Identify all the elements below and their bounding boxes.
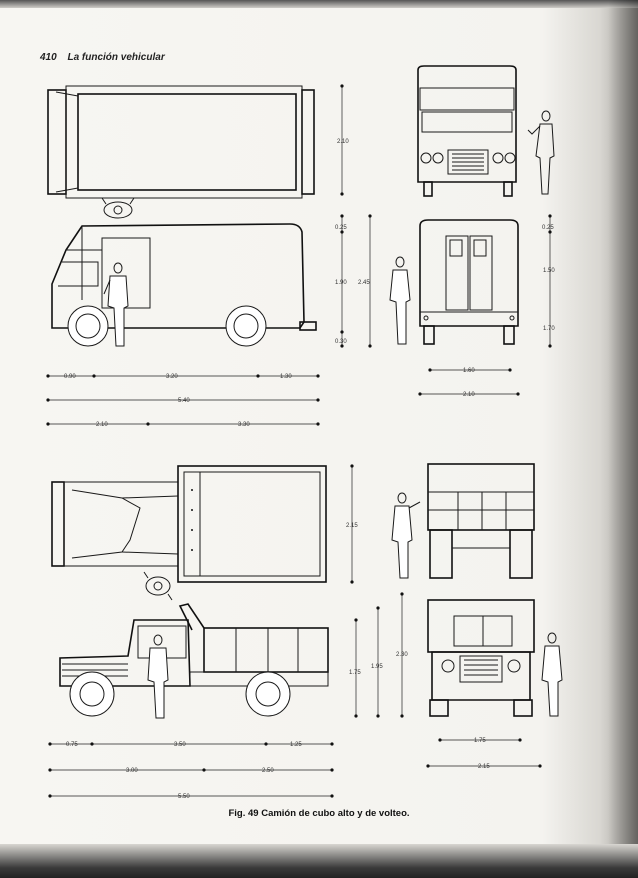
dump-truck-front-view	[427, 599, 535, 717]
box-truck-rear-view	[419, 219, 519, 345]
dim-box-rear-heights: 0.25 1.50 1.70	[542, 214, 555, 348]
dump-truck-rear-view	[427, 463, 535, 579]
chapter-title: La función vehicular	[67, 52, 165, 63]
label-dump-len-front: 0.75	[66, 742, 78, 748]
label-dump-front-width-outer: 2.15	[478, 764, 490, 770]
dim-dump-side-heights: 1.75 1.95 2.30	[349, 592, 408, 718]
label-box-side-ground: 0.30	[335, 339, 347, 345]
dim-box-rear-widths: 1.60 2.10	[418, 368, 520, 398]
label-dump-len-rear: 1.25	[290, 742, 302, 748]
label-box-len-front: 0.90	[64, 374, 76, 380]
label-dump-side-h1: 1.75	[349, 670, 361, 676]
human-figure-6	[541, 632, 563, 717]
human-figure-overhead-2	[143, 571, 173, 601]
label-dump-len-a: 3.00	[126, 768, 138, 774]
label-box-rear-lower: 1.70	[543, 326, 555, 332]
human-figure-4	[391, 492, 421, 579]
scan-bottom-edge	[0, 844, 638, 878]
page-number: 410	[40, 52, 57, 63]
human-figure-overhead-1	[101, 197, 135, 219]
label-dump-len-mid: 3.50	[174, 742, 186, 748]
label-box-top-height: 2.10	[337, 139, 349, 145]
box-truck-front-view	[417, 65, 517, 197]
label-box-rear-roof: 0.25	[542, 225, 554, 231]
label-dump-front-width-inner: 1.75	[474, 738, 486, 744]
dim-box-top-height: 2.10	[337, 84, 349, 196]
figure-number: Fig. 49	[228, 808, 259, 819]
human-figure-3	[389, 256, 411, 345]
box-truck-top-view	[47, 85, 315, 199]
label-box-side-total: 2.45	[358, 280, 370, 286]
dim-box-side-heights: 0.25 1.90 0.30 2.45	[335, 214, 372, 348]
dim-dump-front-widths: 1.75 2.15	[426, 738, 542, 770]
scan-top-edge	[0, 0, 638, 8]
page-spine-shadow	[608, 0, 638, 878]
label-dump-side-h3: 2.30	[396, 652, 408, 658]
label-box-len-mid: 3.20	[166, 374, 178, 380]
dump-truck-side-view	[59, 603, 329, 717]
label-box-side-roof: 0.25	[335, 225, 347, 231]
dim-box-lengths: 0.90 3.20 1.30 5.40 2.10 3.30	[46, 374, 320, 428]
human-figure-2	[103, 262, 129, 347]
human-figure-5	[147, 634, 169, 719]
label-box-rear-upper: 1.50	[543, 268, 555, 274]
dim-dump-top-height: 2.15	[346, 464, 358, 584]
dump-truck-top-view	[51, 465, 327, 583]
label-box-len-total: 5.40	[178, 398, 190, 404]
label-box-rear-width-inner: 1.60	[463, 368, 475, 374]
label-box-len-a: 2.10	[96, 422, 108, 428]
label-dump-len-total: 5.50	[178, 794, 190, 800]
page-header: 410 La función vehicular	[40, 52, 165, 63]
label-dump-top-height: 2.15	[346, 523, 358, 529]
box-truck-side-view	[51, 223, 317, 347]
dim-dump-lengths: 0.75 3.50 1.25 3.00 2.50 5.50	[48, 742, 334, 800]
label-box-rear-width-outer: 2.10	[463, 392, 475, 398]
human-figure-1	[527, 110, 555, 195]
label-box-side-body: 1.90	[335, 280, 347, 286]
label-box-len-rear: 1.30	[280, 374, 292, 380]
label-dump-side-h2: 1.95	[371, 664, 383, 670]
label-dump-len-b: 2.50	[262, 768, 274, 774]
figure-caption-text: Camión de cubo alto y de volteo.	[261, 808, 410, 819]
figure-caption: Fig. 49 Camión de cubo alto y de volteo.	[0, 808, 638, 819]
label-box-len-b: 3.30	[238, 422, 250, 428]
